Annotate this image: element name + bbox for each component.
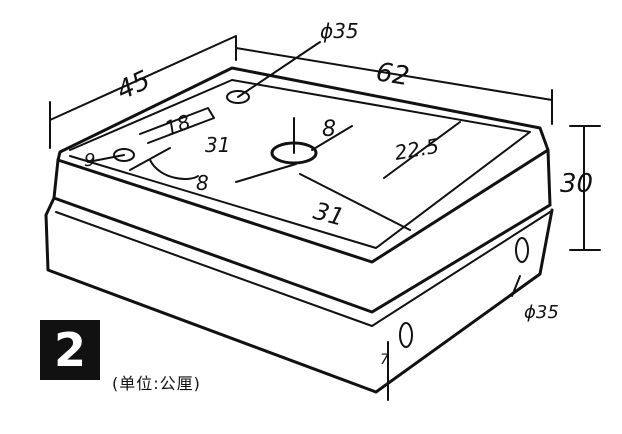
dim-offset-31-a: 31	[205, 133, 230, 157]
dim-offset-31-b: 31	[310, 197, 347, 232]
dim-offset-8-b: 8	[322, 117, 336, 142]
unit-note: (单位:公厘)	[112, 374, 201, 393]
dim-length-62: 62	[374, 57, 411, 92]
side-holes	[399, 237, 529, 348]
dim-height-30: 30	[560, 169, 593, 199]
box-outline	[44, 66, 554, 394]
dim-offset-22-5: 22.5	[393, 134, 441, 165]
dimension-lines	[49, 35, 601, 401]
dim-hole-dia-side: ϕ35	[524, 302, 559, 323]
dim-hole-dia-top: ϕ35	[320, 19, 359, 43]
dim-offset-8-a: 8	[196, 171, 209, 195]
dim-offset-9: 9	[84, 150, 95, 171]
dim-side-7: 7	[380, 352, 389, 368]
dim-width-45: 45	[112, 65, 155, 106]
figure-number-badge: 2	[40, 320, 100, 380]
